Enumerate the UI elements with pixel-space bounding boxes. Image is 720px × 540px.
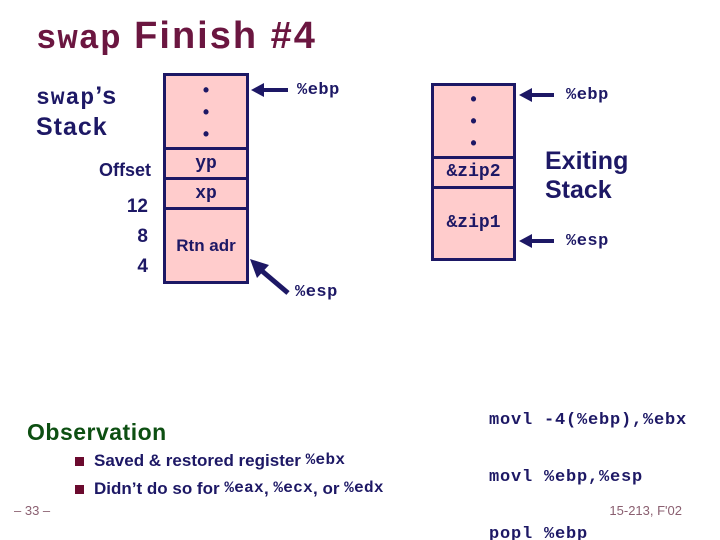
stack-cell-xp: xp <box>166 177 246 207</box>
left-stack-label-code: swap <box>36 85 96 111</box>
stack-cell-zip1: &zip1 <box>434 185 513 259</box>
bullet-text: Didn’t do so for <box>94 479 225 498</box>
ellipsis-dot: • <box>470 110 477 131</box>
title-rest: Finish #4 <box>121 15 317 57</box>
stack-cell-rtn-adr: Rtn adr <box>166 207 246 281</box>
page-title: swap Finish #4 <box>36 16 317 60</box>
code-line-3: popl %ebp <box>489 525 589 540</box>
left-ebp-register-label: %ebp <box>297 81 340 100</box>
offset-label: Offset <box>99 160 152 180</box>
right-ebp-arrowhead <box>519 88 532 102</box>
bullet-square-icon <box>75 457 84 466</box>
left-stack-ellipsis-cell: • • • <box>166 76 246 147</box>
exiting-stack-label-line1: Exiting <box>545 147 629 175</box>
stack-ellipsis: • • • <box>203 79 209 145</box>
exiting-stack-label-line2: Stack <box>545 176 612 204</box>
bullet-register-ebx: %ebx <box>305 451 346 469</box>
right-esp-register-label: %esp <box>566 232 609 251</box>
left-stack-label: swap’s Stack <box>36 82 117 142</box>
ellipsis-dot: • <box>470 88 477 109</box>
exiting-stack-label: Exiting Stack <box>545 147 628 205</box>
offset-value-4: 4 <box>137 256 148 277</box>
left-esp-arrow <box>250 259 290 295</box>
right-ebp-arrow-line <box>531 93 554 97</box>
ellipsis-dot: • <box>202 123 210 144</box>
offset-value-12: 12 <box>126 196 148 217</box>
page-number: – 33 – <box>14 503 51 518</box>
left-stack-label-line1: swap’s <box>36 82 117 113</box>
right-stack-box: • • • &zip2 &zip1 <box>431 83 516 261</box>
title-code-word: swap <box>36 21 122 59</box>
bullet-text: , or <box>313 479 345 498</box>
stack-ellipsis: • • • <box>470 88 476 154</box>
bullet-item: Didn’t do so for %eax, %ecx, or %edx <box>75 479 495 507</box>
bullet-item: Saved & restored register %ebx <box>75 451 495 479</box>
stack-cell-yp: yp <box>166 147 246 177</box>
code-line-2: movl %ebp,%esp <box>489 468 644 487</box>
stack-cell-zip2: &zip2 <box>434 155 513 186</box>
bullet-text: , <box>263 479 274 498</box>
ellipsis-dot: • <box>470 132 477 153</box>
left-stack-label-line2: Stack <box>36 113 108 141</box>
bullet-text: Saved & restored register <box>94 451 306 470</box>
left-ebp-arrowhead <box>251 83 264 97</box>
right-esp-arrow-line <box>531 239 554 243</box>
left-stack-label-suffix: ’s <box>95 82 118 110</box>
right-stack-ellipsis-cell: • • • <box>434 86 513 156</box>
offset-value-8: 8 <box>137 226 148 247</box>
bullet-square-icon <box>75 485 84 494</box>
ellipsis-dot: • <box>202 101 210 122</box>
bullet-register-eax: %eax <box>224 479 264 497</box>
observation-bullets: Saved & restored register %ebx Didn’t do… <box>75 451 495 507</box>
bullet-register-ecx: %ecx <box>273 479 313 497</box>
course-footer: 15-213, F'02 <box>609 503 682 518</box>
bullet-register-edx: %edx <box>344 479 384 497</box>
code-line-1: movl -4(%ebp),%ebx <box>489 411 688 430</box>
left-stack-box: • • • yp xp Rtn adr <box>163 73 249 284</box>
ellipsis-dot: • <box>202 79 210 100</box>
left-ebp-arrow-line <box>263 88 288 92</box>
left-esp-register-label: %esp <box>295 283 338 302</box>
assembly-code-block: movl -4(%ebp),%ebx movl %ebp,%esp popl %… <box>489 373 687 540</box>
right-esp-arrowhead <box>519 234 532 248</box>
right-ebp-register-label: %ebp <box>566 86 609 105</box>
observation-heading: Observation <box>27 419 167 445</box>
